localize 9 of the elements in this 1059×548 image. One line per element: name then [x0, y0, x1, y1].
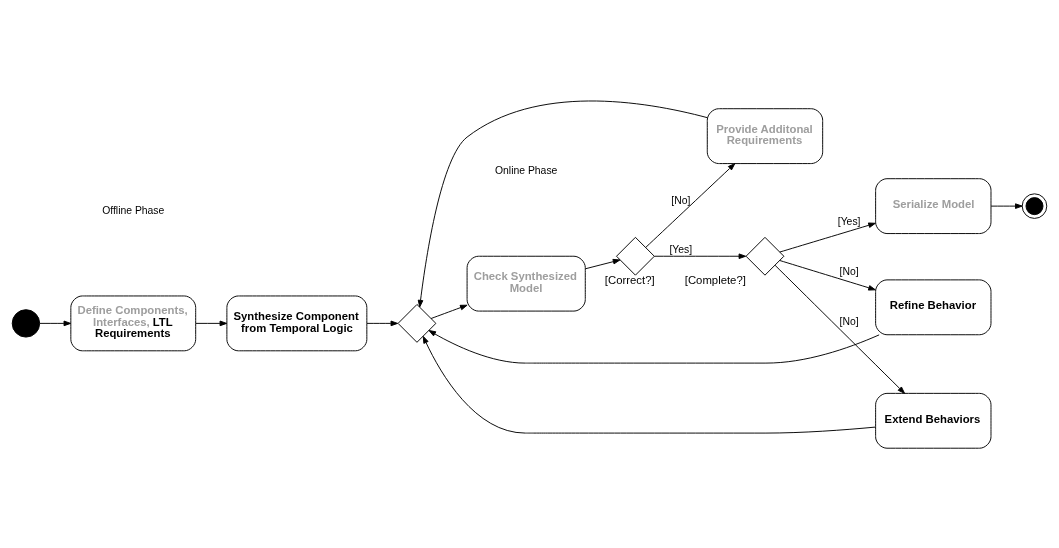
edge-label: [Yes]: [669, 243, 693, 255]
node-label: [Complete?]: [684, 273, 746, 286]
edge-label: [No]: [671, 194, 691, 206]
label: Offline Phase: [102, 204, 165, 215]
edge-label: [No]: [839, 265, 859, 277]
node-label: [Correct?]: [604, 273, 655, 286]
label: Online Phase: [494, 164, 558, 176]
edge-label: [Yes]: [837, 215, 861, 227]
edge-label: [No]: [839, 315, 859, 327]
